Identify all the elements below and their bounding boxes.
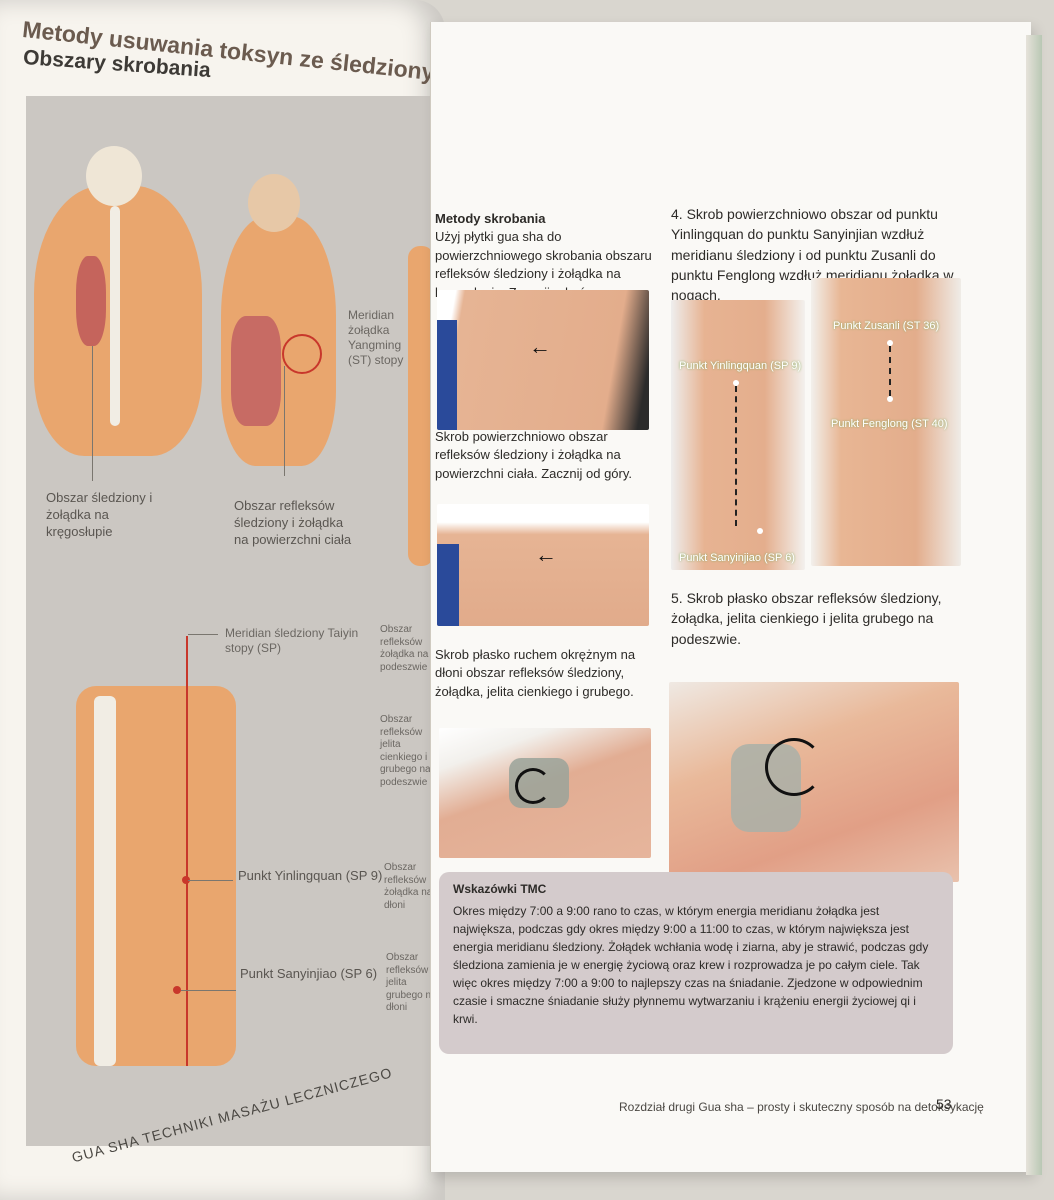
back-figure-head bbox=[86, 146, 142, 206]
spleen-scrape-path bbox=[735, 386, 737, 526]
photo-chest-scraping: ← bbox=[437, 504, 649, 626]
tips-box: Wskazówki TMC Okres między 7:00 a 9:00 r… bbox=[439, 872, 953, 1054]
right-footer: Rozdział drugi Gua sha – prosty i skutec… bbox=[619, 1100, 984, 1114]
leg-bone-left bbox=[94, 696, 116, 1066]
leader-front bbox=[284, 366, 285, 476]
label-reflex-intestines-palm: Obszar refleksów jelita grubego na dłoni bbox=[386, 952, 437, 1013]
circular-motion-icon bbox=[515, 768, 551, 804]
stomach-reflex-circle bbox=[282, 334, 322, 374]
photo-label-zusanli: Punkt Zusanli (ST 36) bbox=[833, 320, 940, 332]
circular-motion-icon-foot bbox=[765, 738, 823, 796]
spine-bone bbox=[110, 206, 120, 426]
label-reflex-stomach-palm: Obszar refleksów żołądka na dłoni bbox=[384, 862, 433, 911]
photo-label-yinlingquan: Punkt Yinlingquan (SP 9) bbox=[679, 360, 802, 372]
photo-leg-spleen: Punkt Yinlingquan (SP 9) Punkt Sanyinjia… bbox=[671, 300, 805, 570]
anatomy-illustration bbox=[26, 96, 440, 1146]
label-meridian-spleen: Meridian śledziony Taiyin stopy (SP) bbox=[225, 626, 359, 655]
front-figure-head bbox=[248, 174, 300, 232]
left-page: Metody usuwania toksyn ze śledziony i żo… bbox=[0, 0, 445, 1200]
photo-foot-sole bbox=[669, 682, 959, 882]
step1-text: Metody skrobania Użyj płytki gua sha do … bbox=[435, 210, 655, 302]
photo-back-scraping: ← bbox=[437, 290, 649, 430]
organs bbox=[231, 316, 281, 426]
point-sp9-marker bbox=[182, 876, 190, 884]
photo-label-fenglong: Punkt Fenglong (ST 40) bbox=[831, 418, 948, 430]
label-point-yinlingquan: Punkt Yinlingquan (SP 9) bbox=[238, 868, 383, 883]
point-sanyinjiao-dot bbox=[757, 528, 763, 534]
step3-text: Skrob płasko ruchem okrężnym na dłoni ob… bbox=[435, 647, 636, 699]
point-fenglong-dot bbox=[887, 396, 893, 402]
leader-back bbox=[92, 346, 93, 481]
label-meridian-stomach: Meridian żołądka Yangming (ST) stopy bbox=[348, 308, 404, 367]
tips-title: Wskazówki TMC bbox=[453, 882, 547, 896]
leader-sp6 bbox=[181, 990, 236, 991]
right-page: Metody skrobania Użyj płytki gua sha do … bbox=[430, 22, 1031, 1172]
photo-label-sanyinjiao: Punkt Sanyinjiao (SP 6) bbox=[679, 552, 795, 564]
spleen-meridian-line bbox=[186, 636, 188, 1066]
label-reflex-intestines-sole: Obszar refleksów jelita cienkiego i grub… bbox=[380, 714, 431, 788]
point-yinlingquan-dot bbox=[733, 380, 739, 386]
leader-meridian bbox=[188, 634, 218, 635]
point-sp6-marker bbox=[173, 986, 181, 994]
photo-palm-scraping bbox=[439, 728, 651, 858]
blue-shorts-2 bbox=[437, 544, 459, 626]
tips-body: Okres między 7:00 a 9:00 rano to czas, w… bbox=[453, 904, 929, 1026]
side-leg bbox=[408, 246, 434, 566]
scrape-direction-arrow-2: ← bbox=[535, 542, 557, 567]
step2-text: Skrob powierzchniowo obszar refleksów śl… bbox=[435, 429, 633, 481]
point-zusanli-dot bbox=[887, 340, 893, 346]
label-front-area: Obszar refleksów śledziony i żołądka na … bbox=[234, 498, 352, 547]
page-edge bbox=[1026, 35, 1042, 1175]
label-reflex-foot-sole: Obszar refleksów żołądka na podeszwie bbox=[380, 624, 429, 673]
label-point-sanyinjiao: Punkt Sanyinjiao (SP 6) bbox=[240, 966, 378, 981]
photo-leg-stomach: Punkt Zusanli (ST 36) Punkt Fenglong (ST… bbox=[811, 278, 961, 566]
methods-heading: Metody skrobania bbox=[435, 211, 546, 226]
scrape-direction-arrow: ← bbox=[529, 334, 551, 359]
kidney-organ bbox=[76, 256, 106, 346]
stomach-scrape-path bbox=[889, 346, 891, 396]
leader-sp9 bbox=[188, 880, 233, 881]
label-back-area: Obszar śledziony i żołądka na kręgosłupi… bbox=[46, 490, 153, 539]
page-number: 53 bbox=[936, 1096, 952, 1112]
step5-text: 5. Skrob płasko obszar refleksów śledzio… bbox=[671, 590, 942, 647]
blue-shorts bbox=[437, 320, 457, 430]
